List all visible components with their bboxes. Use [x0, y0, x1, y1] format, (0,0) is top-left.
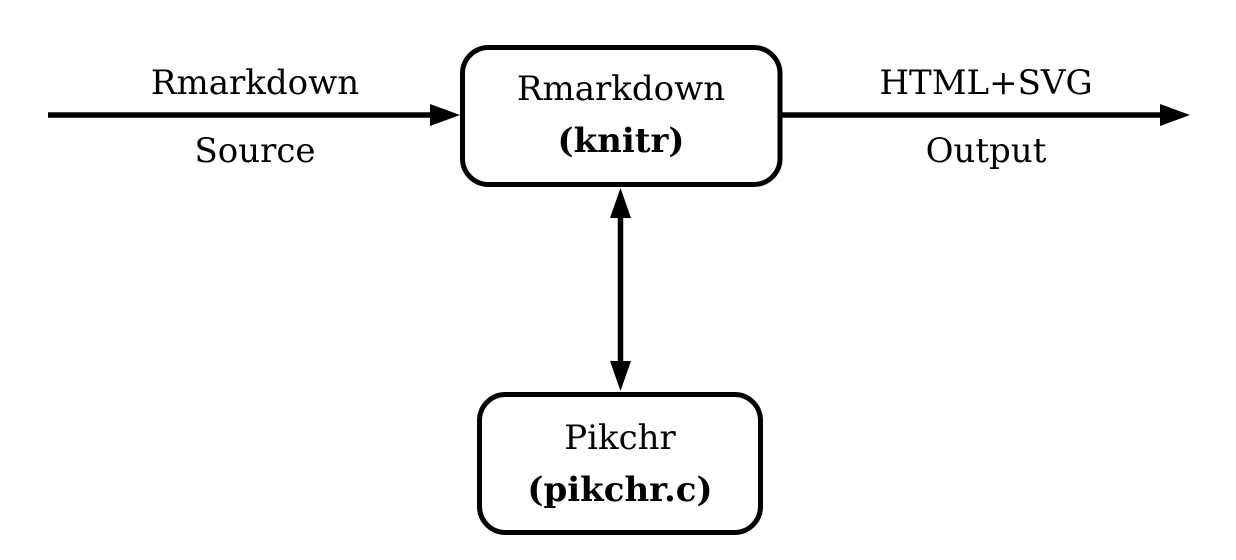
knitr-node-title: Rmarkdown [517, 69, 725, 109]
pikchr-link-arrow [610, 188, 631, 391]
input-arrow: Rmarkdown Source [48, 63, 460, 171]
pikchr-node-title: Pikchr [564, 418, 676, 458]
pikchr-link-arrowhead-down-icon [610, 361, 631, 391]
output-arrowhead-icon [1160, 104, 1190, 126]
input-arrow-label-bottom: Source [194, 131, 315, 171]
pikchr-node: Pikchr (pikchr.c) [477, 392, 763, 535]
output-arrow: HTML+SVG Output [782, 63, 1190, 171]
output-arrow-label-bottom: Output [926, 131, 1047, 171]
knitr-node: Rmarkdown (knitr) [460, 45, 783, 187]
pikchr-node-subtitle: (pikchr.c) [527, 470, 712, 510]
pikchr-node-box [477, 392, 763, 535]
input-arrow-label-top: Rmarkdown [151, 63, 359, 103]
knitr-node-box [460, 45, 783, 187]
output-arrow-label-top: HTML+SVG [879, 63, 1092, 103]
knitr-node-subtitle: (knitr) [558, 121, 685, 161]
input-arrowhead-icon [430, 104, 460, 126]
pikchr-link-arrowhead-up-icon [610, 188, 631, 218]
